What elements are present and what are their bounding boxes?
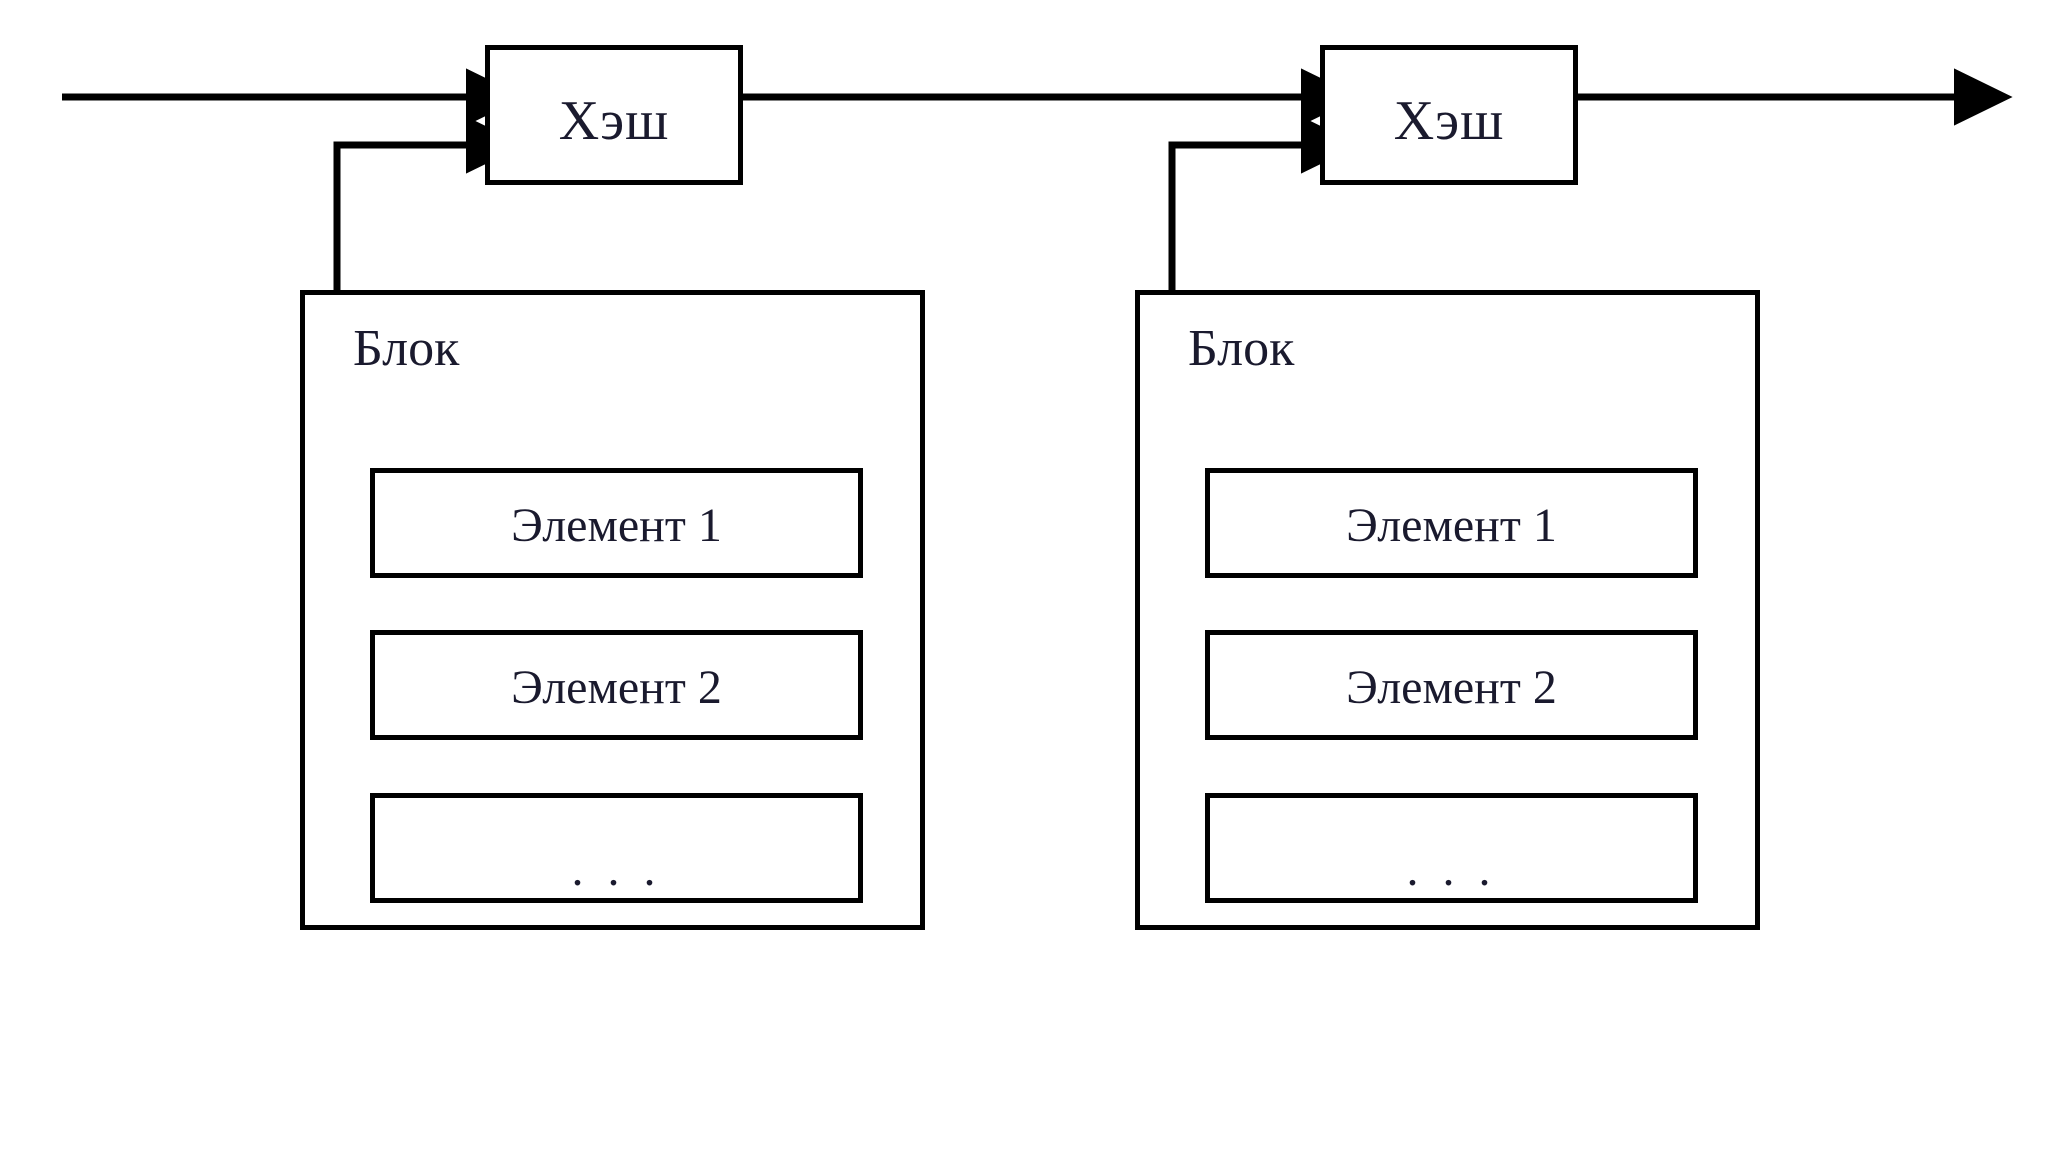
- element-box-2-2[interactable]: Элемент 2: [1205, 630, 1698, 740]
- block1-to-hash1-line: [333, 116, 525, 290]
- block-box-1[interactable]: Блок Элемент 1 Элемент 2 . . .: [300, 290, 925, 930]
- element-label-2-2: Элемент 2: [1346, 661, 1557, 714]
- element-label-2-1: Элемент 1: [1346, 499, 1557, 552]
- hash-box-2[interactable]: Хэш: [1320, 45, 1578, 185]
- element-label-1-1: Элемент 1: [511, 499, 722, 552]
- element-box-2-3[interactable]: . . .: [1205, 793, 1698, 903]
- element-box-2-1[interactable]: Элемент 1: [1205, 468, 1698, 578]
- block-box-2[interactable]: Блок Элемент 1 Элемент 2 . . .: [1135, 290, 1760, 930]
- element-box-1-2[interactable]: Элемент 2: [370, 630, 863, 740]
- block-title-2: Блок: [1188, 320, 1295, 377]
- block2-to-hash2-line: [1168, 116, 1360, 290]
- hash-box-1[interactable]: Хэш: [485, 45, 743, 185]
- element-box-1-1[interactable]: Элемент 1: [370, 468, 863, 578]
- element-label-1-3: . . .: [571, 843, 662, 896]
- hash-label-2: Хэш: [1393, 90, 1505, 152]
- element-box-1-3[interactable]: . . .: [370, 793, 863, 903]
- element-label-2-3: . . .: [1406, 843, 1497, 896]
- element-label-1-2: Элемент 2: [511, 661, 722, 714]
- hash-label-1: Хэш: [558, 90, 670, 152]
- block-title-1: Блок: [353, 320, 460, 377]
